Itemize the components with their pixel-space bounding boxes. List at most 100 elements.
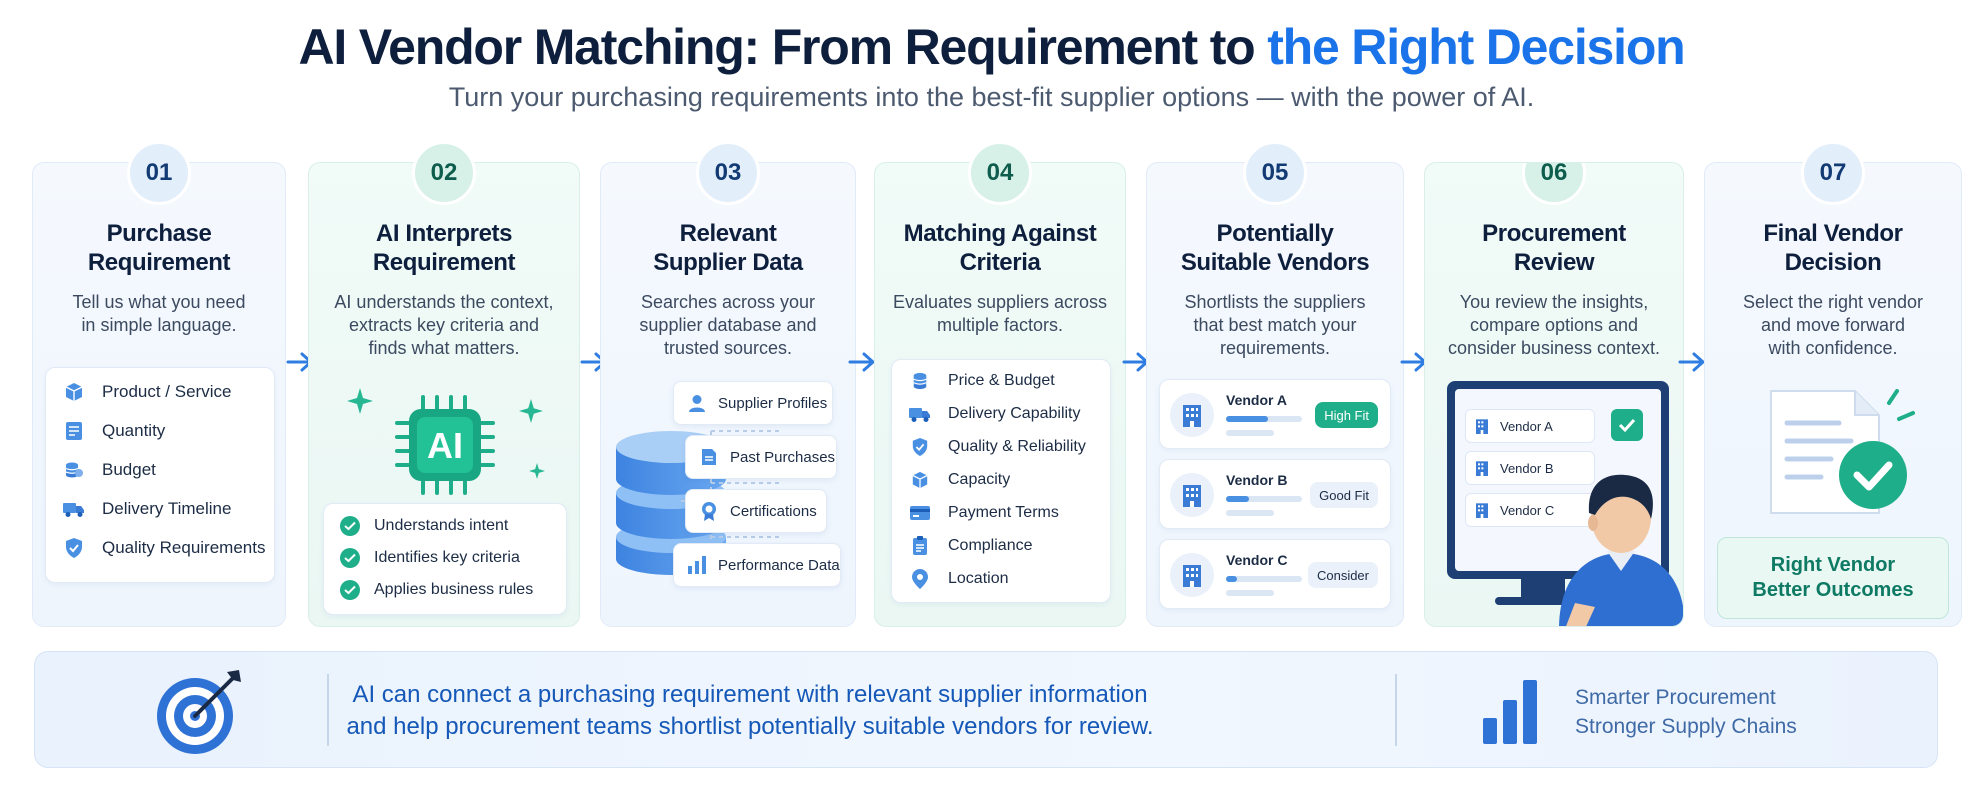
score-bar-secondary <box>1226 590 1274 596</box>
score-bar-secondary <box>1226 430 1274 436</box>
list-item: Delivery Capability <box>908 397 1110 430</box>
source-certifications: Certifications <box>685 489 827 533</box>
vendor-card-b: Vendor B Good Fit <box>1159 459 1391 529</box>
building-icon <box>1476 503 1488 518</box>
approved-document-icon <box>1770 389 1915 514</box>
building-icon <box>1170 393 1214 437</box>
selected-check-icon <box>1611 409 1643 441</box>
list-icon <box>62 419 86 443</box>
list-item: Location <box>908 562 1110 595</box>
list-item: Payment Terms <box>908 496 1110 529</box>
sparkle-icon <box>519 399 543 423</box>
step-number: 06 <box>1522 163 1586 205</box>
source-past-purchases: Past Purchases <box>685 435 837 479</box>
monitor-stand <box>1521 579 1565 599</box>
score-bar-fill <box>1226 496 1249 502</box>
step-number: 07 <box>1801 141 1865 205</box>
list-item: Delivery Timeline <box>62 489 274 528</box>
score-bar-fill <box>1226 416 1268 422</box>
ai-chip-label: AI <box>427 425 463 466</box>
step-description: AI understands the context,extracts key … <box>334 292 554 358</box>
list-item: Applies business rules <box>340 574 566 606</box>
screen-vendor-row: Vendor A <box>1465 409 1595 443</box>
step-number: 04 <box>968 141 1032 205</box>
list-item: Product / Service <box>62 372 274 411</box>
shield-check-icon <box>62 536 86 560</box>
step-number: 05 <box>1243 141 1307 205</box>
sparkle-icon <box>347 388 373 414</box>
clipboard-icon <box>908 534 932 558</box>
reviewer-person-icon <box>1559 474 1683 626</box>
summary-banner: AI can connect a purchasing requirement … <box>34 651 1938 768</box>
truck-icon <box>62 497 86 521</box>
user-icon <box>686 392 708 414</box>
coins-icon <box>908 369 932 393</box>
source-supplier-profiles: Supplier Profiles <box>673 381 833 425</box>
score-bar-fill <box>1226 576 1238 582</box>
target-icon <box>157 670 241 754</box>
bar-chart-icon <box>686 554 708 576</box>
list-item: Understands intent <box>340 510 566 542</box>
score-bar-secondary <box>1226 510 1274 516</box>
ai-chip-icon <box>395 395 495 495</box>
list-item: Price & Budget <box>908 364 1110 397</box>
shield-check-icon <box>908 435 932 459</box>
list-item: Compliance <box>908 529 1110 562</box>
list-item: Identifies key criteria <box>340 542 566 574</box>
title-highlight: the Right Decision <box>1267 19 1686 75</box>
box-icon <box>908 468 932 492</box>
list-item: Budget <box>62 450 274 489</box>
vendor-card-c: Vendor C Consider <box>1159 539 1391 609</box>
fit-badge: High Fit <box>1315 402 1378 428</box>
title-main: AI Vendor Matching: From Requirement to <box>298 19 1255 75</box>
vendor-card-a: Vendor A High Fit <box>1159 379 1391 449</box>
score-bar <box>1226 496 1302 502</box>
document-icon <box>698 446 720 468</box>
fit-badge: Consider <box>1307 562 1378 588</box>
fit-badge: Good Fit <box>1310 482 1378 508</box>
page-title: AI Vendor Matching: From Requirement to … <box>0 18 1983 76</box>
truck-icon <box>908 402 932 426</box>
building-icon <box>1476 419 1488 434</box>
step-number: 01 <box>127 141 191 205</box>
arrow-right-icon <box>848 352 875 372</box>
vendor-name: Vendor B <box>1226 472 1288 488</box>
vendor-name: Vendor C <box>1226 552 1288 568</box>
monitor-base <box>1495 597 1591 605</box>
score-bar <box>1226 416 1302 422</box>
screen-vendor-row: Vendor B <box>1465 451 1595 485</box>
building-icon <box>1170 553 1214 597</box>
banner-message: AI can connect a purchasing requirement … <box>346 681 1154 740</box>
building-icon <box>1476 461 1488 476</box>
step-description: You review the insights,compare options … <box>1447 292 1661 358</box>
vendor-name: Vendor A <box>1226 392 1287 408</box>
check-circle-icon <box>340 580 360 600</box>
box-icon <box>62 380 86 404</box>
step-number: 02 <box>412 141 476 205</box>
step-number: 03 <box>696 141 760 205</box>
check-circle-icon <box>340 516 360 536</box>
criteria-list: Price & Budget Delivery Capability Quali… <box>891 359 1111 603</box>
card-icon <box>908 501 932 525</box>
requirement-list: Product / Service Quantity Budget Delive… <box>45 367 275 583</box>
check-circle-icon <box>340 548 360 568</box>
